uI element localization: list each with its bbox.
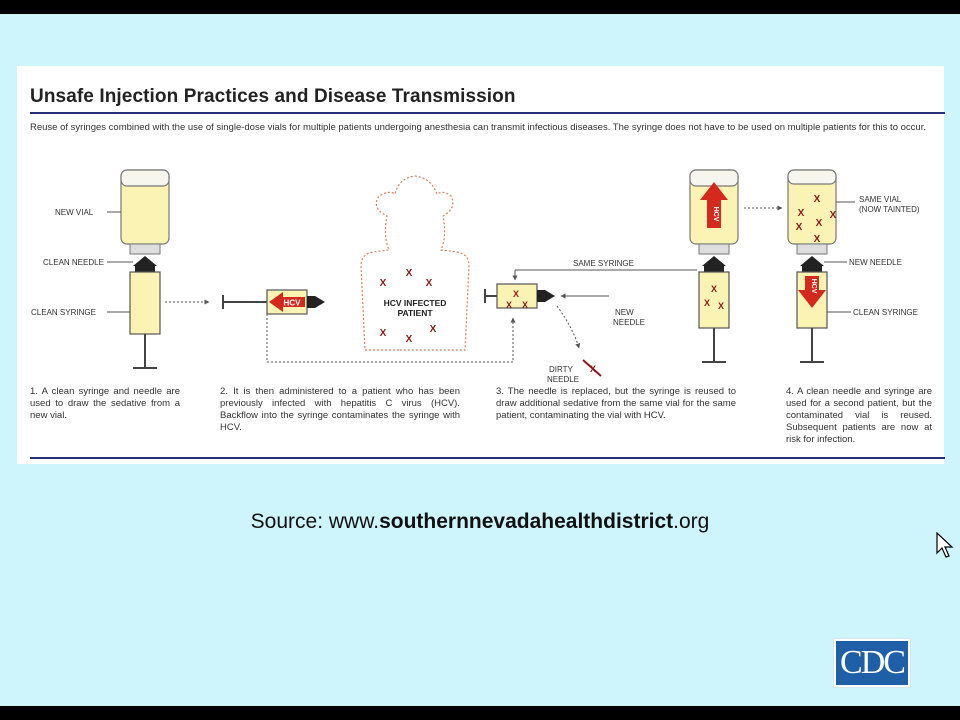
mouse-pointer-icon (936, 532, 954, 558)
label-dirty-needle: DIRTY (549, 365, 574, 374)
step1-vial (120, 169, 170, 255)
label-clean-needle: CLEAN NEEDLE (43, 258, 104, 267)
svg-text:X: X (406, 334, 413, 345)
label-clean-syringe-right: CLEAN SYRINGE (853, 308, 918, 317)
intro-text: Reuse of syringes combined with the use … (30, 122, 926, 133)
svg-text:X: X (380, 278, 387, 289)
label-same-vial: SAME VIAL (859, 195, 902, 204)
slide-background: Unsafe Injection Practices and Disease T… (0, 14, 960, 706)
source-domain: southernnevadahealthdistrict (379, 510, 674, 533)
svg-text:X: X (430, 324, 437, 335)
dirty-needle-arrow (556, 305, 581, 349)
infographic-title: Unsafe Injection Practices and Disease T… (30, 86, 516, 107)
svg-text:X: X (816, 218, 823, 229)
step2-caption: 2. It is then administered to a patient … (220, 386, 460, 433)
svg-text:X: X (814, 194, 821, 205)
svg-text:X: X (513, 289, 519, 299)
cdc-logo: CDC (833, 638, 911, 688)
step3-vertical-needle (702, 256, 726, 272)
step3-caption: 3. The needle is replaced, but the syrin… (496, 386, 736, 421)
label-new-needle-right: NEW NEEDLE (849, 258, 902, 267)
label-dirty-needle-2: NEEDLE (547, 375, 579, 384)
transmission-diagram: NEW VIAL CLEAN NEEDLE CLEAN SYRINGE HCV … (31, 169, 920, 384)
patient-silhouette (360, 175, 470, 351)
source-prefix: Source: www. (250, 510, 380, 533)
patient-hcv-marks: X X X X X X (380, 268, 437, 345)
step3-vertical-syringe (698, 271, 730, 363)
step4-vial (787, 169, 837, 255)
step1-syringe (129, 271, 161, 369)
svg-text:X: X (590, 364, 596, 374)
label-same-syringe: SAME SYRINGE (573, 259, 634, 268)
svg-text:X: X (718, 301, 724, 311)
svg-text:X: X (506, 300, 512, 310)
dirty-needle: X (582, 359, 602, 377)
step1-caption: 1. A clean syringe and needle are used t… (30, 386, 180, 421)
step3-vertical-syringe-marks: X X X (704, 284, 724, 311)
bottom-rule (30, 457, 945, 459)
svg-text:X: X (522, 300, 528, 310)
infographic-panel: Unsafe Injection Practices and Disease T… (17, 66, 945, 464)
title-rule (30, 112, 945, 114)
step4-syringe: HCV (796, 271, 828, 363)
source-credit: Source: www.southernnevadahealthdistrict… (0, 510, 960, 534)
label-hcv-infected: HCV INFECTED (384, 298, 447, 308)
hcv-label-step3: HCV (712, 207, 719, 222)
arrow-step2-to-step3 (266, 314, 516, 363)
step3-syringe-hcv-marks: X X X (506, 289, 528, 310)
step3-syringe (484, 283, 555, 309)
svg-text:X: X (830, 210, 837, 221)
hcv-label-step4: HCV (810, 279, 817, 294)
label-patient: PATIENT (397, 308, 433, 318)
svg-text:X: X (406, 268, 413, 279)
label-clean-syringe: CLEAN SYRINGE (31, 308, 96, 317)
label-new-needle-mid-2: NEEDLE (613, 318, 645, 327)
svg-text:X: X (814, 234, 821, 245)
svg-text:X: X (711, 284, 717, 294)
svg-text:X: X (798, 208, 805, 219)
step4-vial-hcv-marks: X X X X X X (796, 194, 837, 245)
step2-syringe: HCV (222, 289, 325, 315)
svg-text:X: X (704, 298, 710, 308)
step4-needle (800, 256, 824, 272)
hcv-label-step2: HCV (284, 299, 302, 308)
step3-vial: HCV (689, 169, 739, 255)
source-suffix: .org (673, 510, 710, 533)
svg-text:X: X (426, 278, 433, 289)
svg-text:X: X (796, 222, 803, 233)
label-now-tainted: (NOW TAINTED) (859, 205, 920, 214)
svg-text:X: X (380, 328, 387, 339)
step1-needle (133, 256, 157, 272)
label-new-needle-mid: NEW (615, 308, 634, 317)
step4-caption: 4. A clean needle and syringe are used f… (786, 386, 932, 445)
label-new-vial: NEW VIAL (55, 208, 94, 217)
